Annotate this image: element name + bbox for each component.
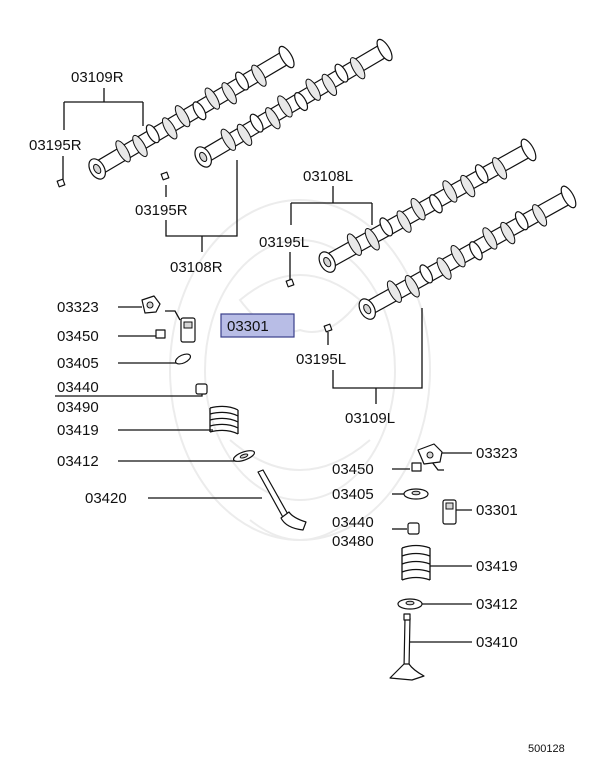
label-pin-right-mid[interactable]: 03195R bbox=[135, 202, 188, 219]
camshaft-right-lower bbox=[194, 38, 393, 168]
label-seal-right-b[interactable]: 03480 bbox=[332, 533, 374, 550]
label-rocker-right[interactable]: 03323 bbox=[476, 445, 518, 462]
valve-spring-left bbox=[209, 405, 239, 435]
valve-seal-right bbox=[407, 522, 420, 535]
part-labels: 03109R 03195R 03195R 03108R 03108L 03195… bbox=[29, 69, 565, 755]
label-seal-left-a[interactable]: 03440 bbox=[57, 379, 99, 396]
label-pin-right-left[interactable]: 03195R bbox=[29, 137, 82, 154]
dowel-pins bbox=[56, 171, 333, 333]
label-valve-left[interactable]: 03420 bbox=[85, 490, 127, 507]
highlighted-part-box[interactable] bbox=[220, 313, 295, 338]
valve-seal-left bbox=[195, 383, 208, 395]
label-seal-right-a[interactable]: 03440 bbox=[332, 514, 374, 531]
label-seat-right[interactable]: 03412 bbox=[476, 596, 518, 613]
label-retainer-right[interactable]: 03405 bbox=[332, 486, 374, 503]
label-seal-left-b[interactable]: 03490 bbox=[57, 399, 99, 416]
retainer-left bbox=[174, 353, 192, 365]
leader-lines bbox=[55, 88, 472, 643]
right-valve-train bbox=[389, 443, 457, 681]
label-camshaft-left-lower[interactable]: 03109L bbox=[345, 410, 395, 427]
valve-spring-right bbox=[401, 544, 431, 581]
diagram-code: 500128 bbox=[528, 743, 565, 755]
camshafts-group bbox=[88, 38, 577, 320]
label-adjuster-right[interactable]: 03450 bbox=[332, 461, 374, 478]
label-valve-right[interactable]: 03410 bbox=[476, 634, 518, 651]
adjuster-screw-left bbox=[155, 329, 166, 339]
label-camshaft-right-upper[interactable]: 03109R bbox=[71, 69, 124, 86]
left-valve-train bbox=[141, 295, 307, 531]
label-retainer-left[interactable]: 03405 bbox=[57, 355, 99, 372]
label-rocker-left[interactable]: 03323 bbox=[57, 299, 99, 316]
valve-left bbox=[257, 469, 307, 531]
label-lash-adjuster-right[interactable]: 03301 bbox=[476, 502, 518, 519]
label-spring-left[interactable]: 03419 bbox=[57, 422, 99, 439]
adjuster-screw-right bbox=[411, 462, 422, 472]
camshaft-left-lower bbox=[358, 185, 577, 320]
label-spring-right[interactable]: 03419 bbox=[476, 558, 518, 575]
watermark-emblem bbox=[169, 199, 431, 541]
label-adjuster-left[interactable]: 03450 bbox=[57, 328, 99, 345]
label-camshaft-right-lower[interactable]: 03108R bbox=[170, 259, 223, 276]
camshaft-right-upper bbox=[88, 45, 295, 180]
label-lash-adjuster-left[interactable]: 03301 bbox=[227, 318, 269, 335]
label-pin-left-lower[interactable]: 03195L bbox=[296, 351, 346, 368]
label-seat-left[interactable]: 03412 bbox=[57, 453, 99, 470]
valve-right bbox=[389, 613, 425, 681]
label-pin-left-upper[interactable]: 03195L bbox=[259, 234, 309, 251]
camshaft-left-upper bbox=[318, 138, 537, 273]
label-camshaft-left-upper[interactable]: 03108L bbox=[303, 168, 353, 185]
